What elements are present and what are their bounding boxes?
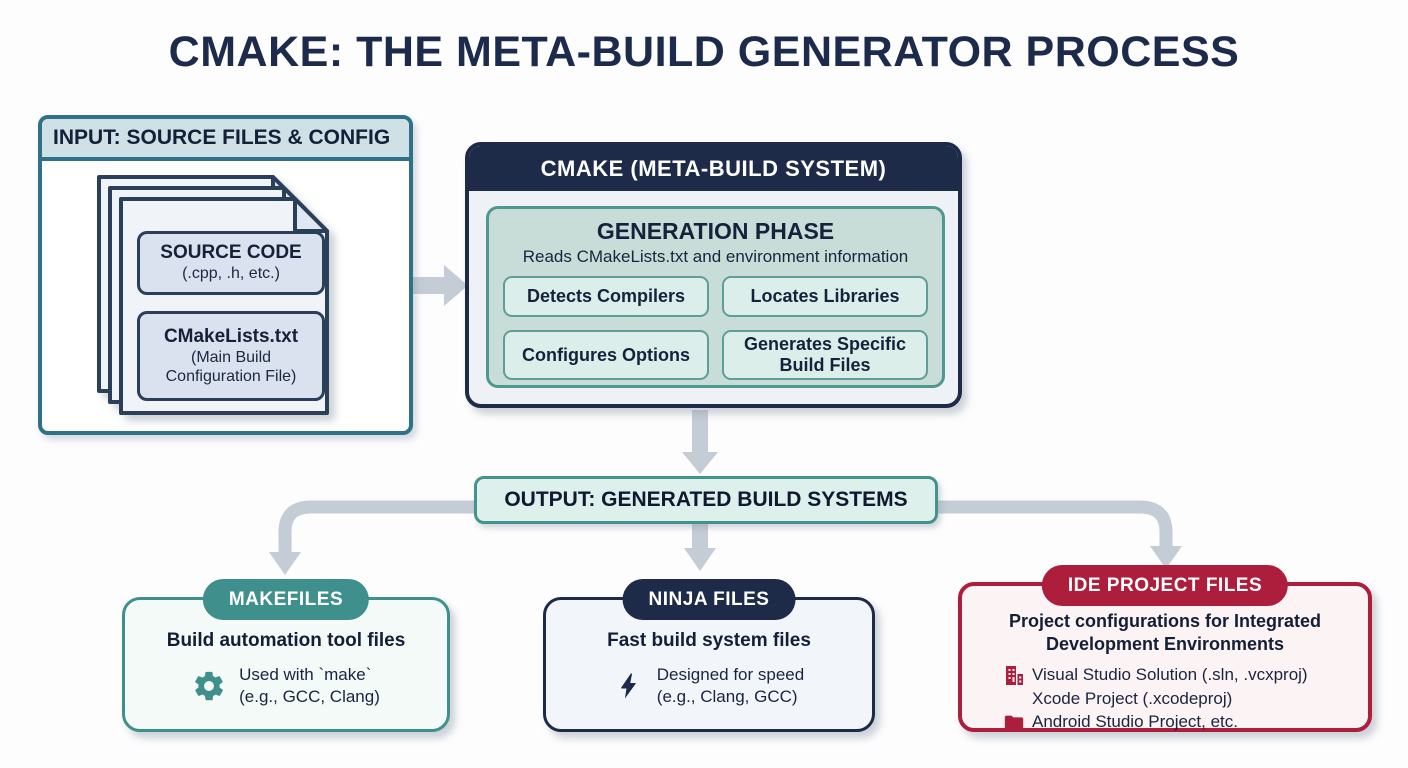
page-title: CMAKE: THE META-BUILD GENERATOR PROCESS (168, 28, 1240, 76)
arrowhead-to-makefiles (269, 552, 301, 575)
ide-item: Xcode Project (.xcodeproj) (1032, 689, 1233, 708)
makefiles-description: Build automation tool files (166, 630, 406, 651)
ide-pill: IDE PROJECT FILES (1041, 565, 1289, 606)
source-code-card: SOURCE CODE (.cpp, .h, etc.) (137, 231, 325, 295)
cmakelists-card: CMakeLists.txt (Main Build Configuration… (137, 311, 325, 401)
bolt-icon (620, 673, 636, 699)
arrowhead-to-ninja (684, 548, 716, 571)
source-code-title: SOURCE CODE (160, 242, 302, 264)
source-code-subtitle: (.cpp, .h, etc.) (182, 265, 280, 283)
card-ide: IDE PROJECT FILES Project configurations… (958, 565, 1372, 733)
task-configures-options: Configures Options (503, 330, 709, 380)
ninja-pill: NINJA FILES (622, 579, 796, 620)
output-bar: OUTPUT: GENERATED BUILD SYSTEMS (474, 476, 938, 524)
cmake-panel-header: CMAKE (META-BUILD SYSTEM) (469, 146, 958, 191)
cmake-panel: CMAKE (META-BUILD SYSTEM) GENERATION PHA… (465, 142, 962, 408)
ninja-description: Fast build system files (607, 630, 811, 651)
task-detects-compilers: Detects Compilers (503, 276, 709, 317)
input-panel-header: INPUT: SOURCE FILES & CONFIG (42, 119, 409, 161)
makefiles-detail-line1: Used with `make` (239, 665, 372, 684)
ide-list: Visual Studio Solution (.sln, .vcxproj) … (1002, 662, 1368, 733)
ninja-detail-line1: Designed for speed (656, 665, 805, 684)
arrow-input-to-cmake (412, 277, 446, 294)
arrow-cmake-to-output (692, 410, 708, 454)
ide-item: Android Studio Project, etc. (1032, 711, 1239, 731)
makefiles-pill: MAKEFILES (202, 579, 370, 620)
makefiles-detail-line2: (e.g., GCC, Clang) (239, 686, 380, 706)
task-grid: Detects Compilers Locates Libraries Conf… (503, 276, 928, 380)
cmakelists-title: CMakeLists.txt (163, 325, 299, 347)
ide-item: Visual Studio Solution (.sln, .vcxproj) (1032, 664, 1308, 684)
input-panel: INPUT: SOURCE FILES & CONFIG SOURCE CODE… (38, 115, 413, 435)
generation-phase-panel: GENERATION PHASE Reads CMakeLists.txt an… (486, 206, 945, 388)
phase-subtitle: Reads CMakeLists.txt and environment inf… (522, 247, 909, 266)
folder-icon (1004, 715, 1024, 730)
ninja-detail-line2: (e.g., Clang, GCC) (656, 686, 798, 706)
building-icon (1006, 666, 1023, 685)
card-makefiles: MAKEFILES Build automation tool files Us… (122, 579, 450, 732)
task-generates-build-files: Generates Specific Build Files (722, 330, 928, 380)
cmakelists-subtitle: (Main Build Configuration File) (165, 348, 297, 385)
card-ninja: NINJA FILES Fast build system files Desi… (543, 579, 875, 732)
ide-description: Project configurations for Integrated De… (1008, 611, 1322, 654)
task-locates-libraries: Locates Libraries (722, 276, 928, 317)
gear-icon (195, 671, 224, 700)
phase-title: GENERATION PHASE (596, 218, 835, 244)
arrowhead-to-ide (1150, 546, 1182, 569)
